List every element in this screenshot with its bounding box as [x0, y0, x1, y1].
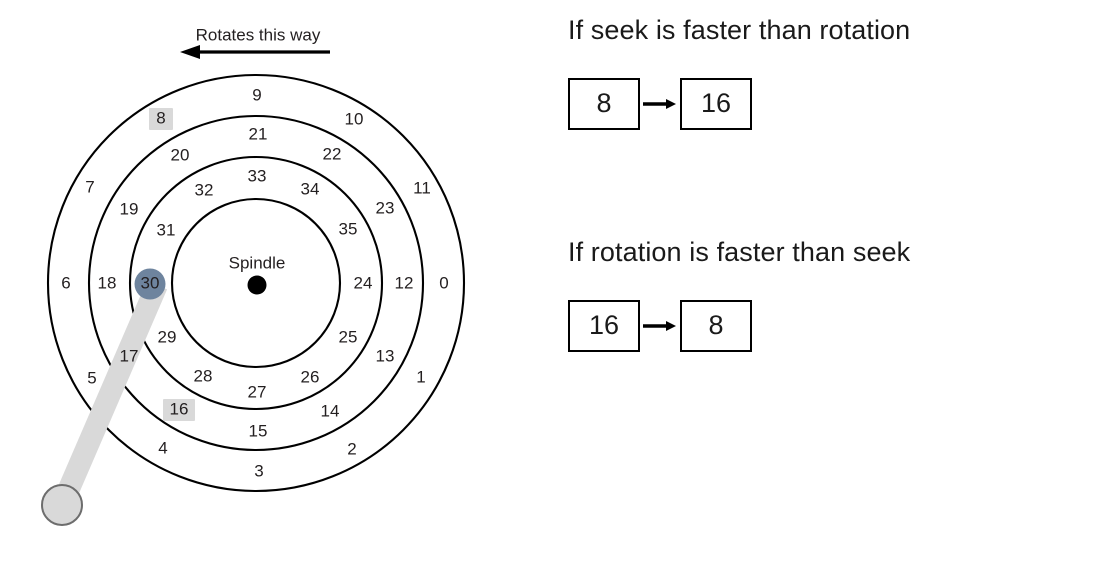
rotation-caption: Rotates this way	[196, 25, 321, 44]
sector-highlight-16	[163, 399, 195, 421]
spindle-hub-icon	[247, 275, 267, 295]
sector-label-26: 26	[301, 367, 320, 386]
sector-label-21: 21	[249, 124, 268, 143]
sector-label-13: 13	[376, 346, 395, 365]
case-seek-faster-to-box[interactable]: 16	[680, 77, 752, 130]
sector-label-22: 22	[323, 144, 342, 163]
track-ring-2	[128, 155, 384, 411]
sector-label-30: 30	[141, 273, 160, 292]
sector-label-20: 20	[171, 145, 190, 164]
sector-label-33: 33	[248, 166, 267, 185]
case-rotation-faster-transition: 16 8	[568, 298, 1088, 354]
sector-label-28: 28	[194, 366, 213, 385]
track-ring-inner-boundary	[170, 197, 342, 369]
sector-label-17: 17	[120, 346, 139, 365]
sector-label-2: 2	[347, 439, 356, 458]
case-seek-faster-transition: 8 16	[568, 76, 1088, 132]
case-rotation-faster-from-box[interactable]: 16	[568, 299, 640, 352]
sector-label-10: 10	[345, 109, 364, 128]
sector-label-29: 29	[158, 327, 177, 346]
cases-panel: If seek is faster than rotation 8 16 If …	[560, 0, 1112, 569]
actuator-pivot	[41, 484, 83, 526]
case-seek-faster: If seek is faster than rotation 8 16	[568, 15, 1088, 132]
disk-diagram-panel: Rotates this way Spindle	[0, 0, 540, 569]
case-rotation-faster: If rotation is faster than seek 16 8	[568, 237, 1088, 354]
right-arrow-icon	[640, 300, 680, 352]
case-seek-faster-heading: If seek is faster than rotation	[568, 15, 911, 45]
sector-label-7: 7	[85, 177, 94, 196]
case-rotation-faster-to-box[interactable]: 8	[680, 299, 752, 352]
sector-label-8: 8	[156, 108, 165, 127]
sector-label-9: 9	[252, 85, 261, 104]
sector-label-15: 15	[249, 421, 268, 440]
sector-label-11: 11	[413, 178, 431, 197]
rotation-arrow-icon	[180, 45, 330, 59]
sector-label-35: 35	[339, 219, 358, 238]
case-rotation-faster-heading: If rotation is faster than seek	[568, 237, 911, 267]
sector-label-3: 3	[254, 461, 263, 480]
sector-label-0: 0	[439, 273, 448, 292]
sector-label-19: 19	[120, 199, 139, 218]
sector-label-5: 5	[87, 368, 96, 387]
sector-label-34: 34	[301, 179, 320, 198]
head-position-highlight	[134, 268, 166, 300]
sector-label-31: 31	[157, 220, 176, 239]
spindle-label: Spindle	[229, 253, 286, 272]
sector-label-18: 18	[98, 273, 117, 292]
sector-label-32: 32	[195, 180, 214, 199]
track-ring-outer-boundary	[46, 73, 466, 493]
right-arrow-icon	[640, 78, 680, 130]
sector-label-4: 4	[158, 438, 167, 457]
disk-svg: Rotates this way Spindle	[41, 25, 466, 526]
sector-label-16: 16	[170, 399, 189, 418]
sector-label-27: 27	[248, 382, 267, 401]
sector-label-12: 12	[395, 273, 414, 292]
sector-label-14: 14	[321, 401, 340, 420]
sector-label-6: 6	[61, 273, 70, 292]
sector-label-24: 24	[354, 273, 373, 292]
sector-label-1: 1	[416, 367, 425, 386]
sector-label-25: 25	[339, 327, 358, 346]
case-seek-faster-from-box[interactable]: 8	[568, 77, 640, 130]
track-ring-3	[87, 114, 425, 452]
sector-highlight-8	[149, 108, 173, 130]
actuator-arm[interactable]	[41, 280, 168, 526]
sector-label-23: 23	[376, 198, 395, 217]
